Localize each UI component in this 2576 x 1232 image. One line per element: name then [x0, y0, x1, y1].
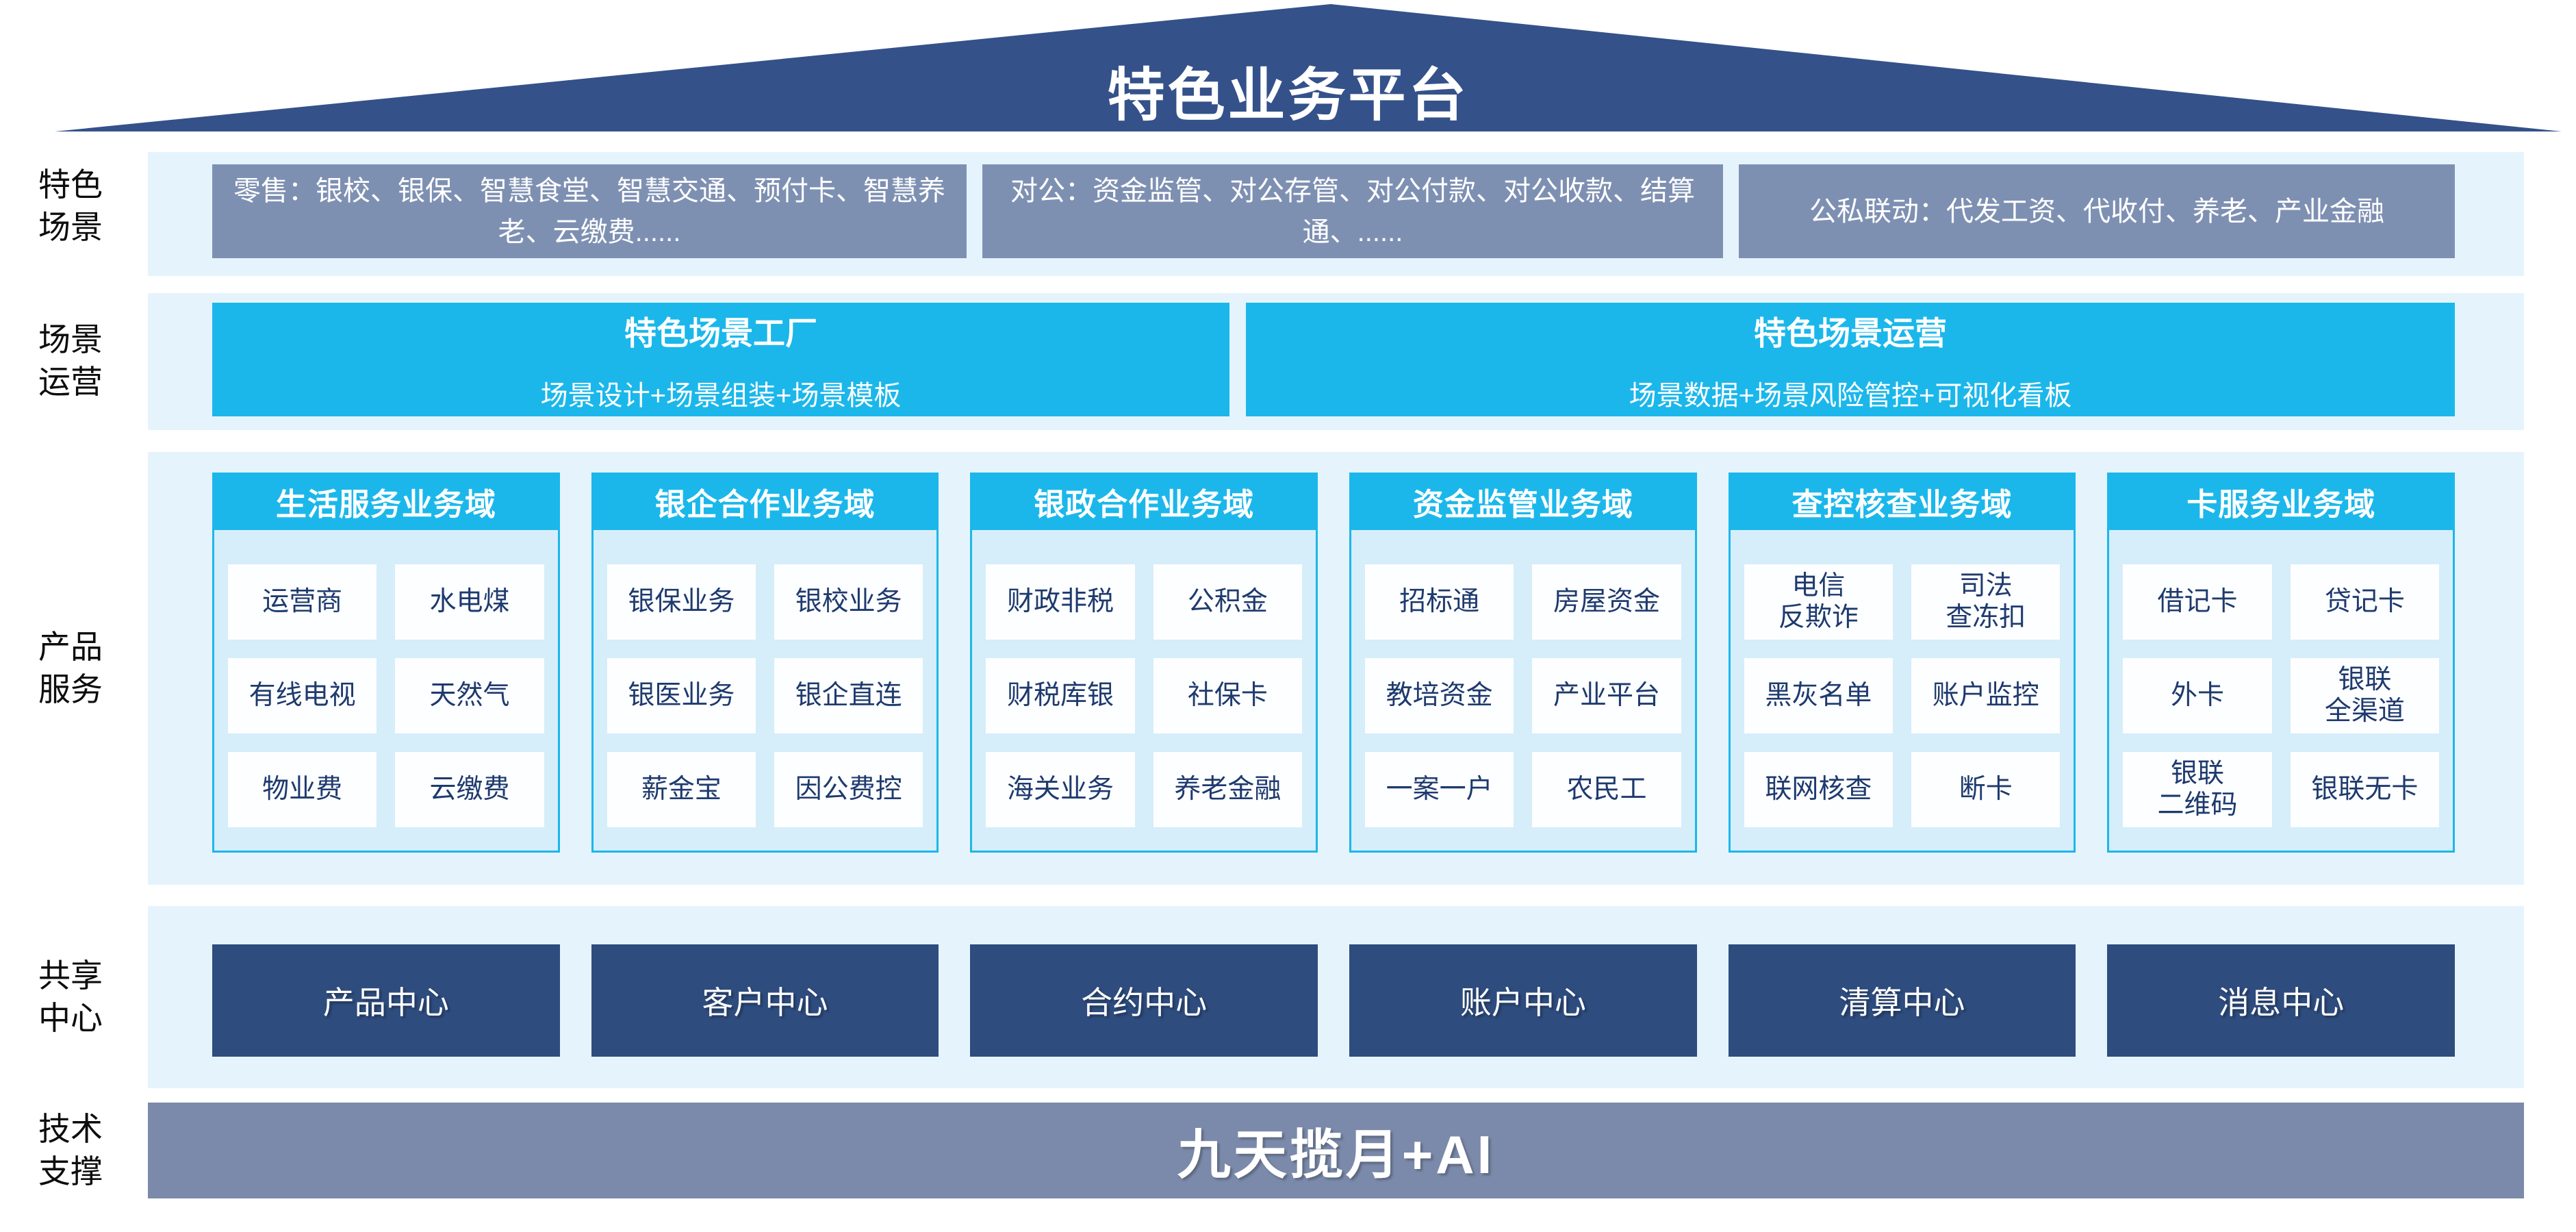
side-label-shared: 共享 中心 — [38, 957, 103, 1037]
domain-bank-enterprise: 银企合作业务域 银保业务 银校业务 银医业务 银企直连 薪金宝 因公费控 — [591, 473, 939, 853]
tech-platform-bar: 九天揽月+AI — [148, 1103, 2524, 1198]
center-customer: 客户中心 — [591, 944, 939, 1057]
domain-header: 卡服务业务域 — [2107, 473, 2456, 530]
domain-item: 教培资金 — [1365, 658, 1514, 733]
center-product: 产品中心 — [212, 944, 560, 1057]
domain-item: 水电煤 — [395, 564, 544, 640]
domain-item: 产业平台 — [1532, 658, 1681, 733]
domain-item: 账户监控 — [1911, 658, 2061, 733]
op-box-title: 特色场景运营 — [1754, 314, 1947, 351]
center-account: 账户中心 — [1349, 944, 1697, 1057]
domain-item: 借记卡 — [2123, 564, 2272, 640]
domain-item: 社保卡 — [1153, 658, 1303, 733]
domain-header: 生活服务业务域 — [212, 473, 560, 530]
domain-item: 房屋资金 — [1532, 564, 1681, 640]
scene-box-public-private: 公私联动：代发工资、代收付、养老、产业金融 — [1739, 164, 2455, 258]
side-label-operations: 场景 运营 — [38, 321, 103, 401]
domain-item: 有线电视 — [228, 658, 377, 733]
operation-row: 特色场景工厂 场景设计+场景组装+场景模板 特色场景运营 场景数据+场景风险管控… — [212, 303, 2455, 416]
center-clearing: 清算中心 — [1728, 944, 2076, 1057]
domain-panel: 财政非税 公积金 财税库银 社保卡 海关业务 养老金融 — [970, 530, 1318, 853]
domain-item: 黑灰名单 — [1744, 658, 1893, 733]
platform-title: 特色业务平台 — [1107, 63, 1469, 127]
domain-item: 海关业务 — [986, 752, 1135, 827]
domain-item: 云缴费 — [395, 752, 544, 827]
domain-item: 断卡 — [1911, 752, 2061, 827]
op-box-scene-factory: 特色场景工厂 场景设计+场景组装+场景模板 — [212, 303, 1229, 416]
domain-item: 银企直连 — [774, 658, 923, 733]
domain-header: 查控核查业务域 — [1728, 473, 2076, 530]
side-label-products: 产品 服务 — [38, 629, 103, 708]
domain-item: 银医业务 — [607, 658, 756, 733]
domain-inquiry-control: 查控核查业务域 电信 反欺诈 司法 查冻扣 黑灰名单 账户监控 联网核查 断卡 — [1728, 473, 2076, 853]
domain-item: 财税库银 — [986, 658, 1135, 733]
domain-item: 物业费 — [228, 752, 377, 827]
domain-item: 银校业务 — [774, 564, 923, 640]
domain-item: 养老金融 — [1153, 752, 1303, 827]
domain-panel: 招标通 房屋资金 教培资金 产业平台 一案一户 农民工 — [1349, 530, 1697, 853]
side-label-scenes: 特色 场景 — [38, 166, 103, 246]
domain-item: 财政非税 — [986, 564, 1135, 640]
domain-item: 银联 二维码 — [2123, 752, 2272, 827]
domain-item: 运营商 — [228, 564, 377, 640]
domain-item: 银联 全渠道 — [2290, 658, 2440, 733]
domain-item: 贷记卡 — [2290, 564, 2440, 640]
domain-item: 招标通 — [1365, 564, 1514, 640]
domain-panel: 借记卡 贷记卡 外卡 银联 全渠道 银联 二维码 银联无卡 — [2107, 530, 2456, 853]
domain-bank-government: 银政合作业务域 财政非税 公积金 财税库银 社保卡 海关业务 养老金融 — [970, 473, 1318, 853]
op-box-subtitle: 场景数据+场景风险管控+可视化看板 — [1629, 380, 2072, 411]
domain-header: 银政合作业务域 — [970, 473, 1318, 530]
center-message: 消息中心 — [2107, 944, 2456, 1057]
domain-item: 外卡 — [2123, 658, 2272, 733]
op-box-title: 特色场景工厂 — [624, 314, 817, 351]
domain-item: 薪金宝 — [607, 752, 756, 827]
scene-box-retail: 零售：银校、银保、智慧食堂、智慧交通、预付卡、智慧养老、云缴费...... — [212, 164, 967, 258]
domain-card-services: 卡服务业务域 借记卡 贷记卡 外卡 银联 全渠道 银联 二维码 银联无卡 — [2107, 473, 2456, 853]
scene-row: 零售：银校、银保、智慧食堂、智慧交通、预付卡、智慧养老、云缴费...... 对公… — [212, 164, 2455, 258]
domain-header: 银企合作业务域 — [591, 473, 939, 530]
domain-item: 农民工 — [1532, 752, 1681, 827]
center-contract: 合约中心 — [970, 944, 1318, 1057]
scene-box-corporate: 对公：资金监管、对公存管、对公付款、对公收款、结算通、...... — [982, 164, 1723, 258]
op-box-subtitle: 场景设计+场景组装+场景模板 — [540, 380, 902, 411]
domain-panel: 运营商 水电煤 有线电视 天然气 物业费 云缴费 — [212, 530, 560, 853]
domain-life-services: 生活服务业务域 运营商 水电煤 有线电视 天然气 物业费 云缴费 — [212, 473, 560, 853]
domain-fund-supervision: 资金监管业务域 招标通 房屋资金 教培资金 产业平台 一案一户 农民工 — [1349, 473, 1697, 853]
side-label-tech: 技术 支撑 — [38, 1111, 103, 1190]
domain-item: 电信 反欺诈 — [1744, 564, 1893, 640]
domain-row: 生活服务业务域 运营商 水电煤 有线电视 天然气 物业费 云缴费 银企合作业务域 — [212, 473, 2456, 853]
domain-panel: 银保业务 银校业务 银医业务 银企直连 薪金宝 因公费控 — [591, 530, 939, 853]
domain-item: 银联无卡 — [2290, 752, 2440, 827]
shared-center-row: 产品中心 客户中心 合约中心 账户中心 清算中心 消息中心 — [212, 944, 2456, 1057]
domain-panel: 电信 反欺诈 司法 查冻扣 黑灰名单 账户监控 联网核查 断卡 — [1728, 530, 2076, 853]
op-box-scene-operation: 特色场景运营 场景数据+场景风险管控+可视化看板 — [1246, 303, 2455, 416]
domain-item: 联网核查 — [1744, 752, 1893, 827]
domain-item: 天然气 — [395, 658, 544, 733]
domain-item: 因公费控 — [774, 752, 923, 827]
domain-item: 一案一户 — [1365, 752, 1514, 827]
domain-item: 司法 查冻扣 — [1911, 564, 2061, 640]
domain-item: 银保业务 — [607, 564, 756, 640]
domain-item: 公积金 — [1153, 564, 1303, 640]
domain-header: 资金监管业务域 — [1349, 473, 1697, 530]
